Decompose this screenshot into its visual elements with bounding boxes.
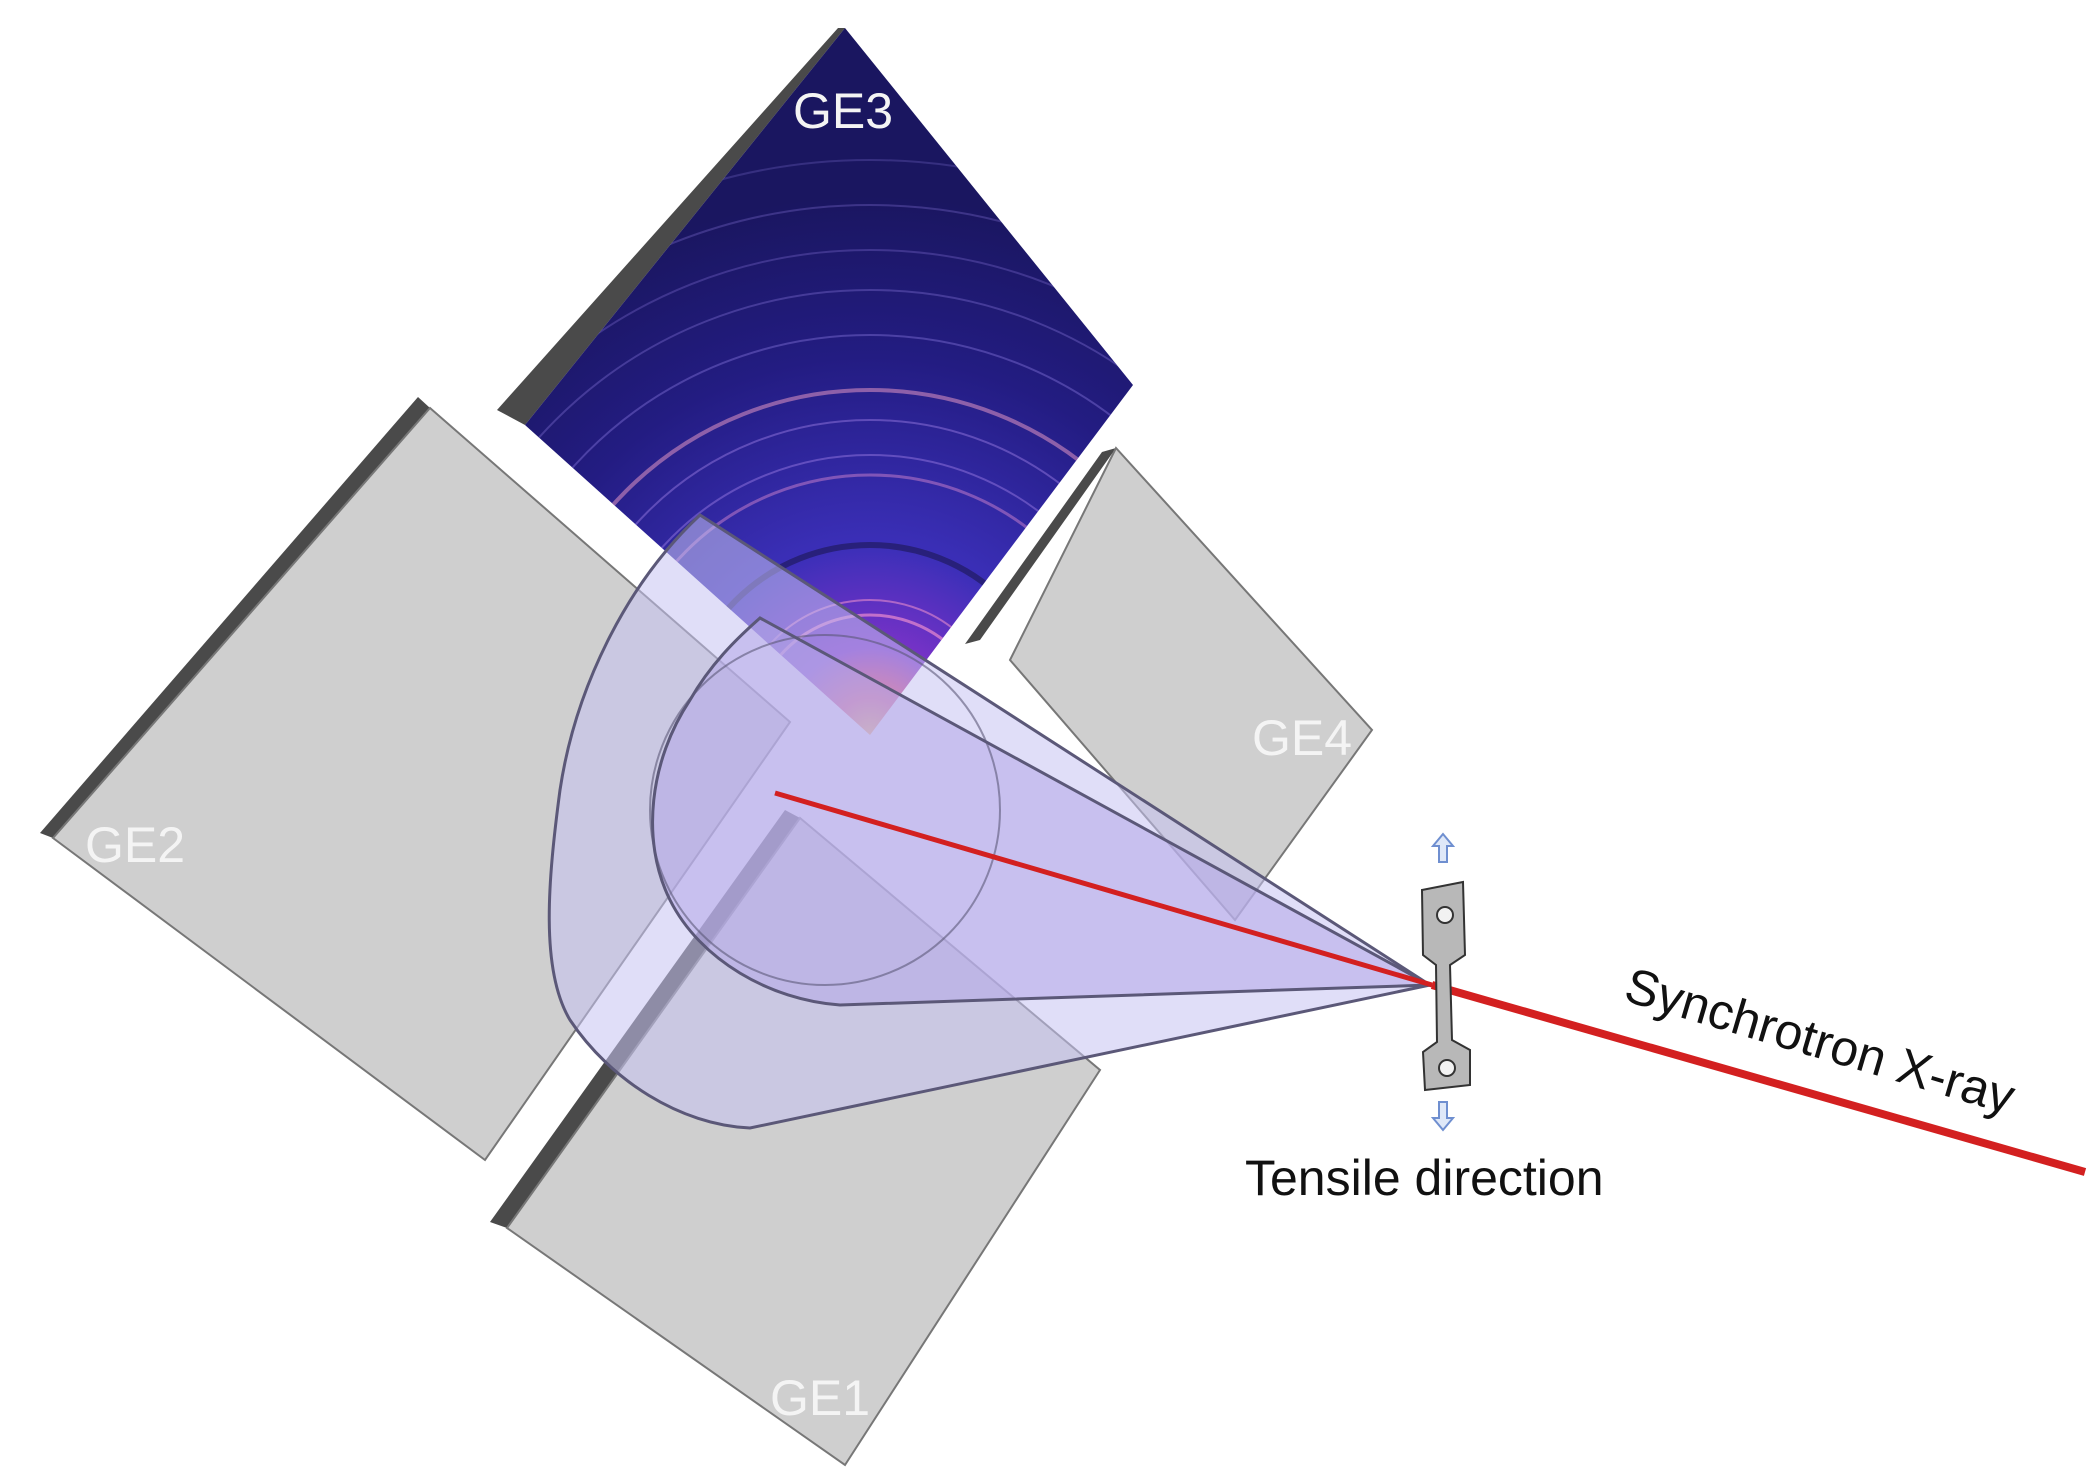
arrow-down-icon — [1430, 1101, 1456, 1132]
ge4-edge — [965, 448, 1116, 644]
inner-cone-base — [649, 634, 1001, 986]
ge2-label: GE2 — [85, 817, 185, 873]
direct-beam-line — [774, 790, 1433, 988]
detector-ge4: GE4 — [965, 446, 1374, 922]
ge3-label: GE3 — [793, 83, 893, 139]
tensile-specimen — [1420, 880, 1471, 1092]
synchrotron-beam — [1430, 981, 2087, 1176]
specimen-body — [1420, 880, 1471, 1092]
ge3-edge — [497, 28, 845, 425]
specimen-hole-bottom — [1438, 1059, 1456, 1077]
tensile-direction-label: Tensile direction — [1245, 1150, 1604, 1206]
arrow-up-icon — [1430, 832, 1456, 863]
specimen-hole-top — [1436, 906, 1454, 924]
diffraction-rings — [525, 159, 1133, 735]
ge2-edge — [40, 397, 430, 838]
ge1-label: GE1 — [770, 1370, 870, 1426]
diffraction-cones — [547, 513, 1436, 1130]
ge4-label: GE4 — [1252, 710, 1352, 766]
